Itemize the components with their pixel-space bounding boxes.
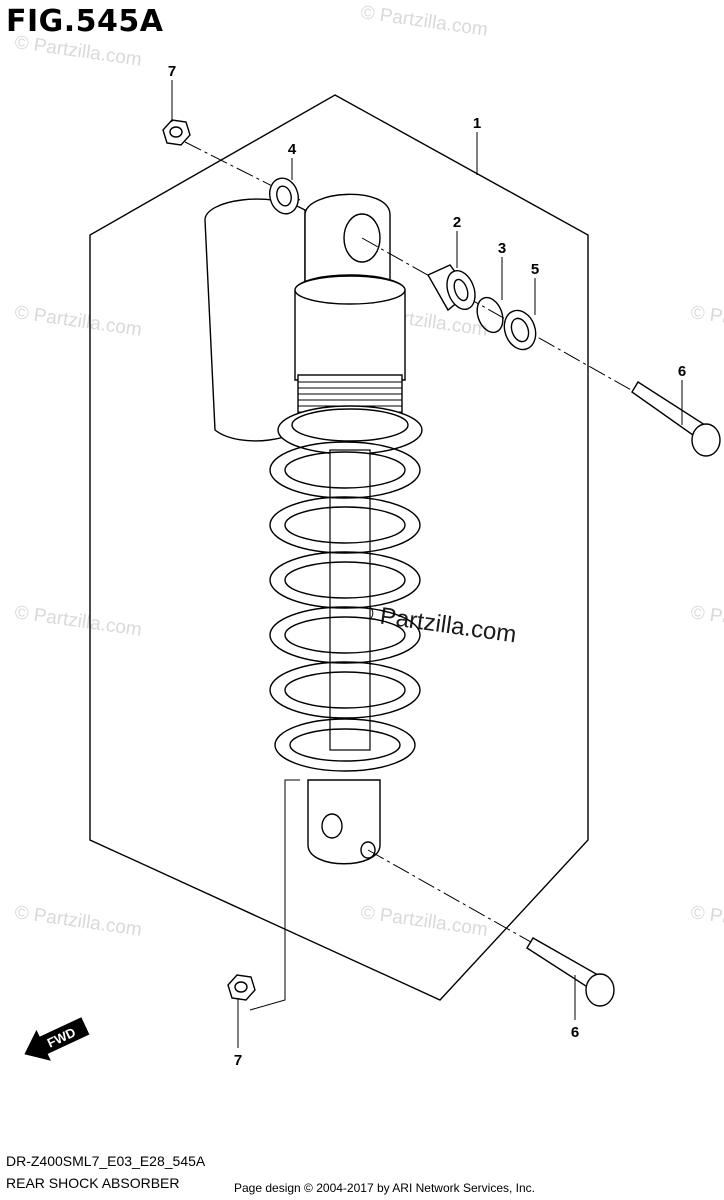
bolt-upper xyxy=(631,381,721,457)
callout-4: 4 xyxy=(288,141,297,158)
washer-upper xyxy=(268,177,300,215)
watermark: © Partzilla.com xyxy=(13,902,143,941)
callout-6-lower: 6 xyxy=(571,1024,579,1041)
watermark: © Partzilla.com xyxy=(13,302,143,341)
figure-name: REAR SHOCK ABSORBER xyxy=(6,1175,180,1191)
circlip xyxy=(476,296,504,334)
watermark: © Partzilla.com xyxy=(689,302,724,341)
bushing xyxy=(427,264,476,312)
fwd-arrow-icon: FWD xyxy=(24,1017,90,1061)
bolt-lower xyxy=(526,937,615,1007)
watermark: © Partzilla.com xyxy=(689,602,724,641)
washer xyxy=(503,309,537,351)
callout-1: 1 xyxy=(473,115,481,132)
shock-body xyxy=(294,274,406,381)
reservoir xyxy=(204,198,306,442)
damper-rod xyxy=(329,449,371,751)
nut-upper xyxy=(162,119,191,146)
callout-5: 5 xyxy=(531,261,539,278)
callout-2: 2 xyxy=(453,214,461,231)
watermark: © Partzilla.com xyxy=(13,602,143,641)
coil-spring xyxy=(269,441,421,772)
watermark: © Partzilla.com xyxy=(359,2,489,41)
callout-3: 3 xyxy=(498,240,506,257)
figure-code: DR-Z400SML7_E03_E28_545A xyxy=(6,1153,206,1169)
watermark-center: © Partzilla.com xyxy=(354,599,518,648)
callout-7-upper: 7 xyxy=(168,63,176,80)
axis-lines xyxy=(184,141,641,951)
assembly-boundary xyxy=(89,94,589,1001)
phantom-lines xyxy=(249,779,300,1011)
spring-seat xyxy=(277,405,423,455)
callout-7-lower: 7 xyxy=(234,1052,242,1069)
callouts: 1 2 3 4 5 6 6 7 7 xyxy=(168,63,686,1069)
nut-lower xyxy=(227,974,256,1001)
leader-lines xyxy=(171,80,683,1048)
callout-6-upper: 6 xyxy=(678,363,686,380)
figure-title: FIG.545A xyxy=(6,4,164,39)
page-credit: Page design © 2004-2017 by ARI Network S… xyxy=(234,1181,536,1195)
watermark: © Partzilla.com xyxy=(689,902,724,941)
